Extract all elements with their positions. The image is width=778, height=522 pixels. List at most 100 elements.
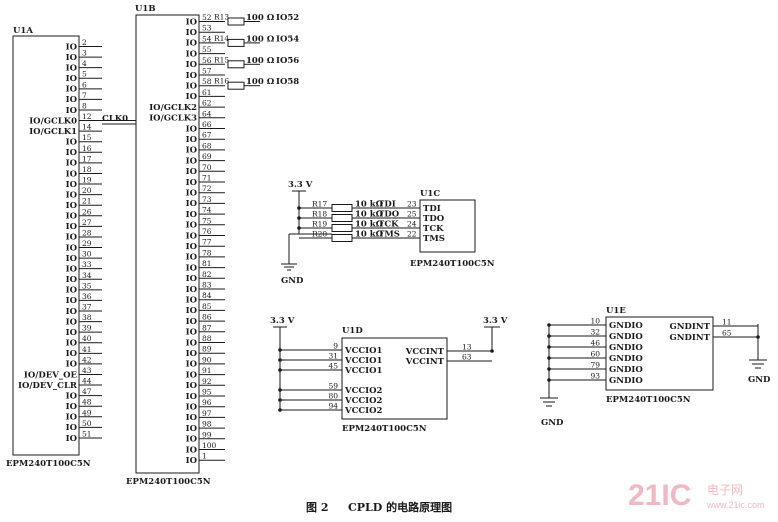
- u1a-pin-name: IO: [66, 222, 78, 232]
- u1d-junction: [278, 388, 282, 392]
- u1a-pin-name: IO: [66, 63, 78, 73]
- u1c-resistor-ref: R19: [312, 220, 327, 229]
- u1b-pin-number: 90: [202, 355, 212, 364]
- u1c-resistor-value: 10 kΩ: [355, 220, 384, 230]
- u1b-pin-number: 1: [202, 452, 207, 461]
- u1b-pin-name: IO: [186, 381, 198, 391]
- u1d-left-pin-name: VCCIO1: [344, 366, 383, 376]
- u1b-resistor-value: 100 Ω: [246, 77, 275, 87]
- figure-number: 图 2: [306, 501, 328, 514]
- u1a-pin-number: 19: [82, 176, 92, 185]
- u1a-pin-name: IO: [66, 413, 78, 423]
- u1a-pin-number: 30: [82, 250, 92, 259]
- u1a-pin-number: 44: [82, 377, 92, 386]
- u1a-pin-name: IO: [66, 233, 78, 243]
- u1e-gnd-left-label: GND: [541, 418, 564, 428]
- u1b-pin-name: IO: [186, 370, 198, 380]
- u1a-pin-name: IO: [66, 275, 78, 285]
- u1c-pull-resistor: [331, 204, 353, 212]
- u1b-pin-name: IO: [186, 424, 198, 434]
- u1e-gnd-right-label: GND: [748, 375, 771, 385]
- u1b-pin-name: IO: [186, 435, 198, 445]
- u1a-pin-name: IO: [66, 169, 78, 179]
- u1b-ref: U1B: [135, 4, 156, 14]
- u1b-pin-name: IO: [186, 167, 198, 177]
- u1b-resistor-net: IO56: [276, 56, 299, 66]
- u1a-pin-name: IO: [66, 317, 78, 327]
- u1d-right-pin-name: VCCINT: [405, 347, 445, 357]
- u1c-net-label: TDO: [378, 210, 400, 220]
- u1c-pin-number: 23: [407, 200, 417, 209]
- u1c-pin-name: TDI: [423, 204, 441, 214]
- u1d-left-pin-number: 59: [328, 382, 338, 391]
- u1a-part: EPM240T100C5N: [6, 459, 91, 469]
- u1b-pin-name: IO: [186, 392, 198, 402]
- u1a-pin-number: 34: [82, 271, 92, 280]
- u1e-ref: U1E: [606, 306, 626, 316]
- u1a-pin-number: 47: [82, 387, 92, 396]
- u1c-resistor-value: 10 kΩ: [355, 230, 384, 240]
- u1b-pin-name: IO: [186, 253, 198, 263]
- u1a-pin-number: 50: [82, 419, 92, 428]
- u1a-pin-number: 41: [82, 345, 92, 354]
- u1e-left-pin-name: GNDIO: [609, 343, 643, 353]
- u1a-pin-name: IO: [66, 74, 78, 84]
- u1b-pin-number: 61: [202, 88, 212, 97]
- u1b-resistor-ref: R15: [214, 55, 229, 64]
- u1e-gnd-right-symbol: [749, 359, 767, 369]
- u1a-pin-number: 14: [82, 123, 92, 132]
- u1d-left-pin-number: 31: [328, 352, 338, 361]
- u1a-pin-number: 35: [82, 281, 92, 290]
- u1a-pin-name: IO: [66, 296, 78, 306]
- u1a-pin-name: IO/DEV_OE: [24, 370, 78, 380]
- u1b-pin-number: 96: [202, 398, 212, 407]
- u1b-pin-name: IO: [186, 17, 198, 27]
- u1a-pin-number: 12: [82, 112, 92, 121]
- u1a-pin-name: IO: [66, 402, 78, 412]
- u1b-pin-name: IO/GCLK3: [149, 114, 197, 124]
- u1c-pin-name: TDO: [423, 214, 445, 224]
- u1d-left-pin-number: 80: [328, 392, 338, 401]
- u1d-supply-left-label: 3.3 V: [270, 316, 295, 326]
- u1b-pin-number: 57: [202, 67, 212, 76]
- u1b-pin-number: 86: [202, 313, 212, 322]
- u1c-resistor-ref: R20: [312, 230, 327, 239]
- u1d-part: EPM240T100C5N: [342, 424, 427, 434]
- u1d-junction: [278, 398, 282, 402]
- u1c-part: EPM240T100C5N: [410, 259, 495, 269]
- u1b-pin-number: 92: [202, 377, 212, 386]
- u1a-pin-name: IO: [66, 201, 78, 211]
- u1b-pin-number: 100: [202, 441, 217, 450]
- u1b-pin-number: 74: [202, 206, 212, 215]
- u1b-pin-number: 68: [202, 141, 212, 150]
- u1a-pin-number: 27: [82, 218, 92, 227]
- u1e-left-pin-number: 46: [590, 339, 600, 348]
- u1b-pin-name: IO: [186, 82, 198, 92]
- u1a-pin-number: 38: [82, 313, 92, 322]
- u1b-resistor-ref: R13: [214, 13, 229, 22]
- u1e-right-pin-number: 11: [722, 318, 732, 327]
- u1b-body: [135, 14, 200, 474]
- u1c-pin-name: TMS: [423, 234, 445, 244]
- u1b-pin-number: 69: [202, 152, 212, 161]
- u1d-junction: [278, 368, 282, 372]
- u1a-pin-name: IO/DEV_CLR: [18, 381, 78, 391]
- u1a-pin-number: 43: [82, 366, 92, 375]
- u1b-pin-name: IO: [186, 263, 198, 273]
- u1c-pin-number: 24: [407, 220, 417, 229]
- u1a-pin-number: 18: [82, 165, 92, 174]
- u1c-gnd-label: GND: [281, 276, 304, 286]
- u1b-pin-name: IO: [186, 403, 198, 413]
- u1a-pin-number: 17: [82, 154, 92, 163]
- u1a-pin-number: 3: [82, 49, 87, 58]
- u1b-pin-number: 72: [202, 184, 212, 193]
- u1b-pin-number: 52: [202, 13, 212, 22]
- u1b-pin-number: 62: [202, 99, 212, 108]
- u1e-left-pin-number: 60: [590, 350, 600, 359]
- u1a-pin-name: IO: [66, 434, 78, 444]
